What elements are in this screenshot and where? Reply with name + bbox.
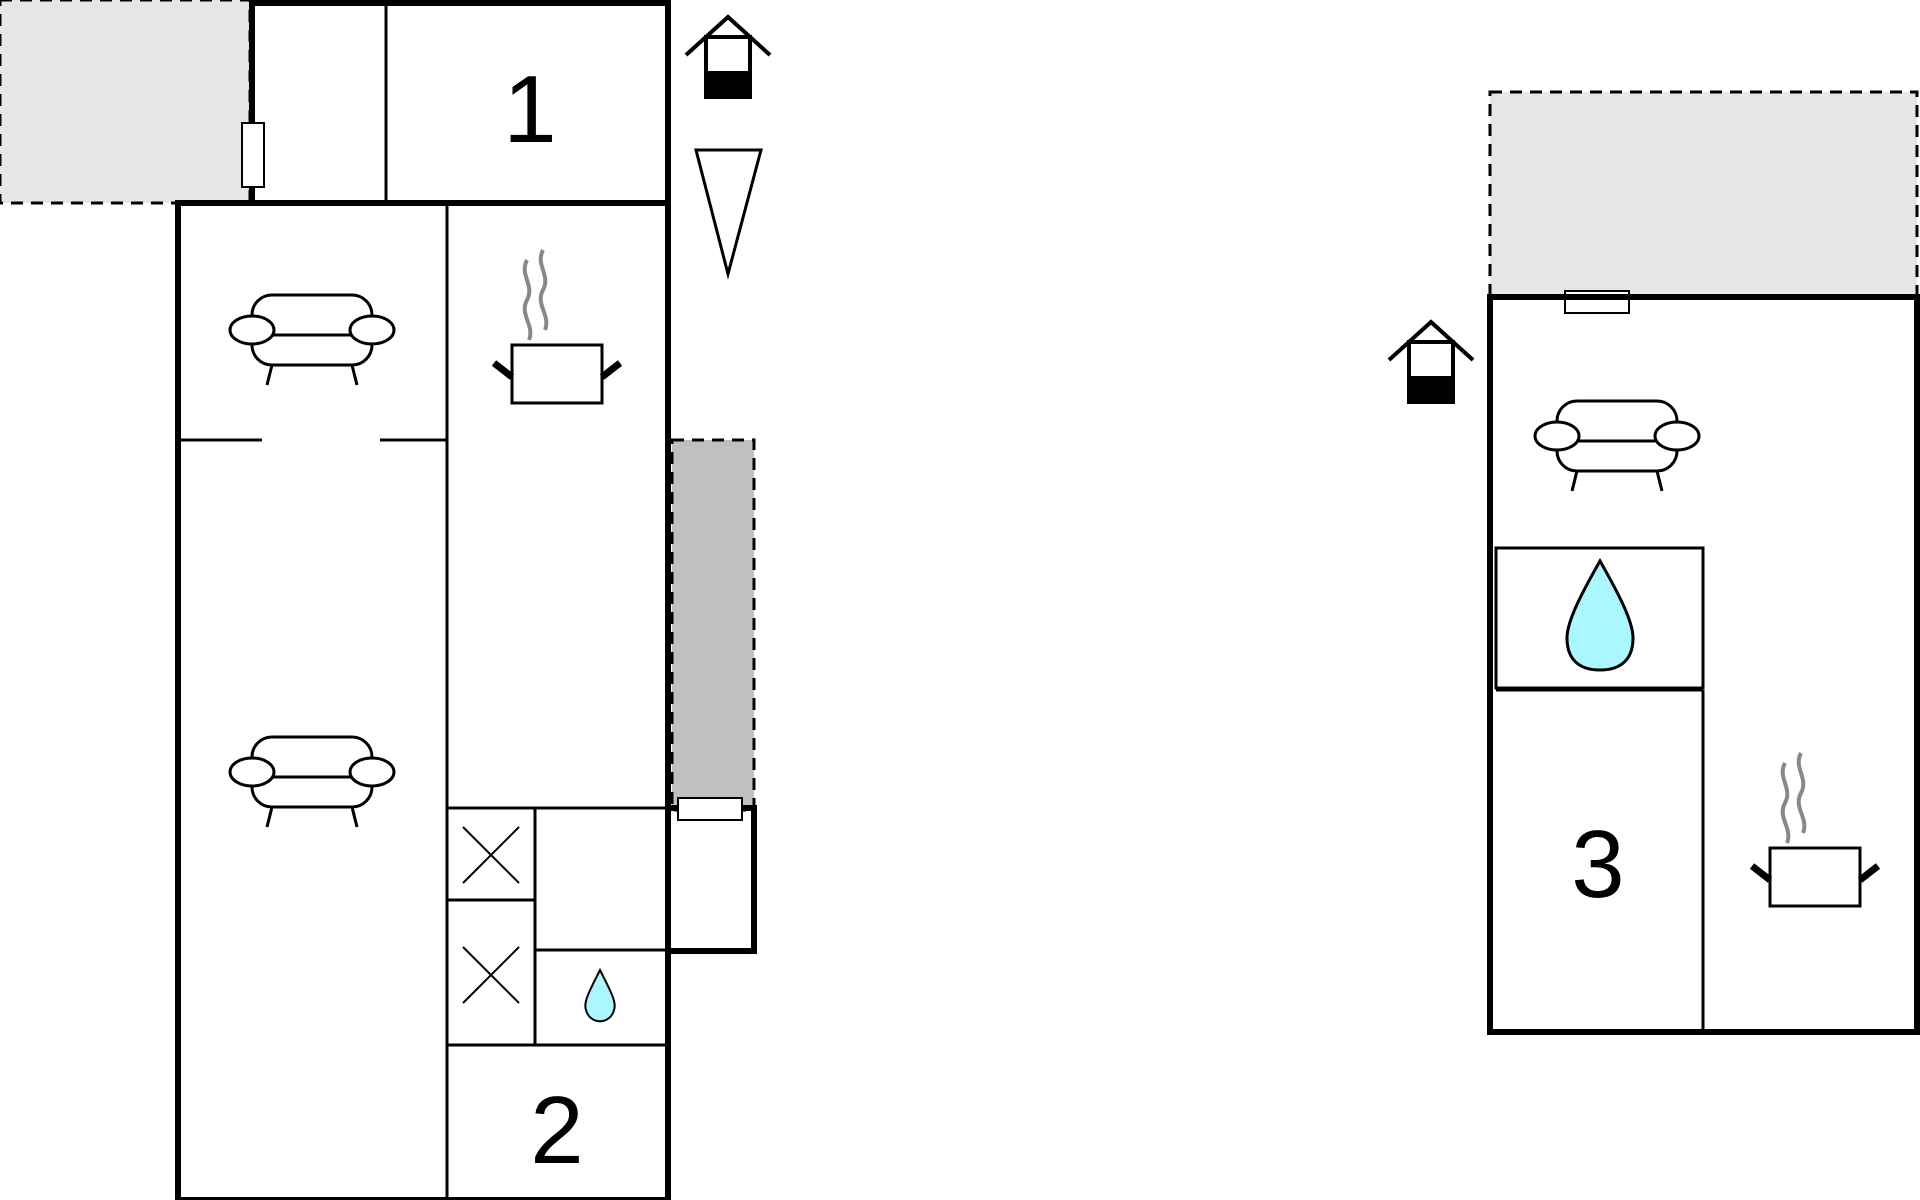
sofa-icon	[228, 293, 396, 387]
cooking-pot-icon	[494, 250, 620, 403]
bed-cross-icon	[462, 826, 520, 884]
room-number-2: 2	[530, 1077, 583, 1184]
room-number-1: 1	[503, 56, 556, 163]
left-building	[175, 0, 757, 1200]
door-icon	[241, 122, 265, 188]
water-drop-icon	[1565, 557, 1635, 672]
terrace-top-left	[0, 0, 252, 205]
house-icon	[684, 15, 772, 99]
water-drop-icon	[584, 967, 616, 1023]
room-number-3: 3	[1571, 811, 1624, 918]
terrace-right	[1488, 90, 1919, 299]
right-building	[1487, 294, 1920, 1035]
cooking-pot-icon	[1752, 753, 1878, 906]
north-arrow-icon	[694, 148, 763, 280]
sofa-icon	[1533, 399, 1701, 493]
door-icon	[677, 797, 743, 821]
terrace-side	[670, 438, 756, 812]
bed-cross-icon	[462, 946, 520, 1004]
house-icon	[1387, 320, 1475, 404]
sofa-icon	[228, 735, 396, 829]
